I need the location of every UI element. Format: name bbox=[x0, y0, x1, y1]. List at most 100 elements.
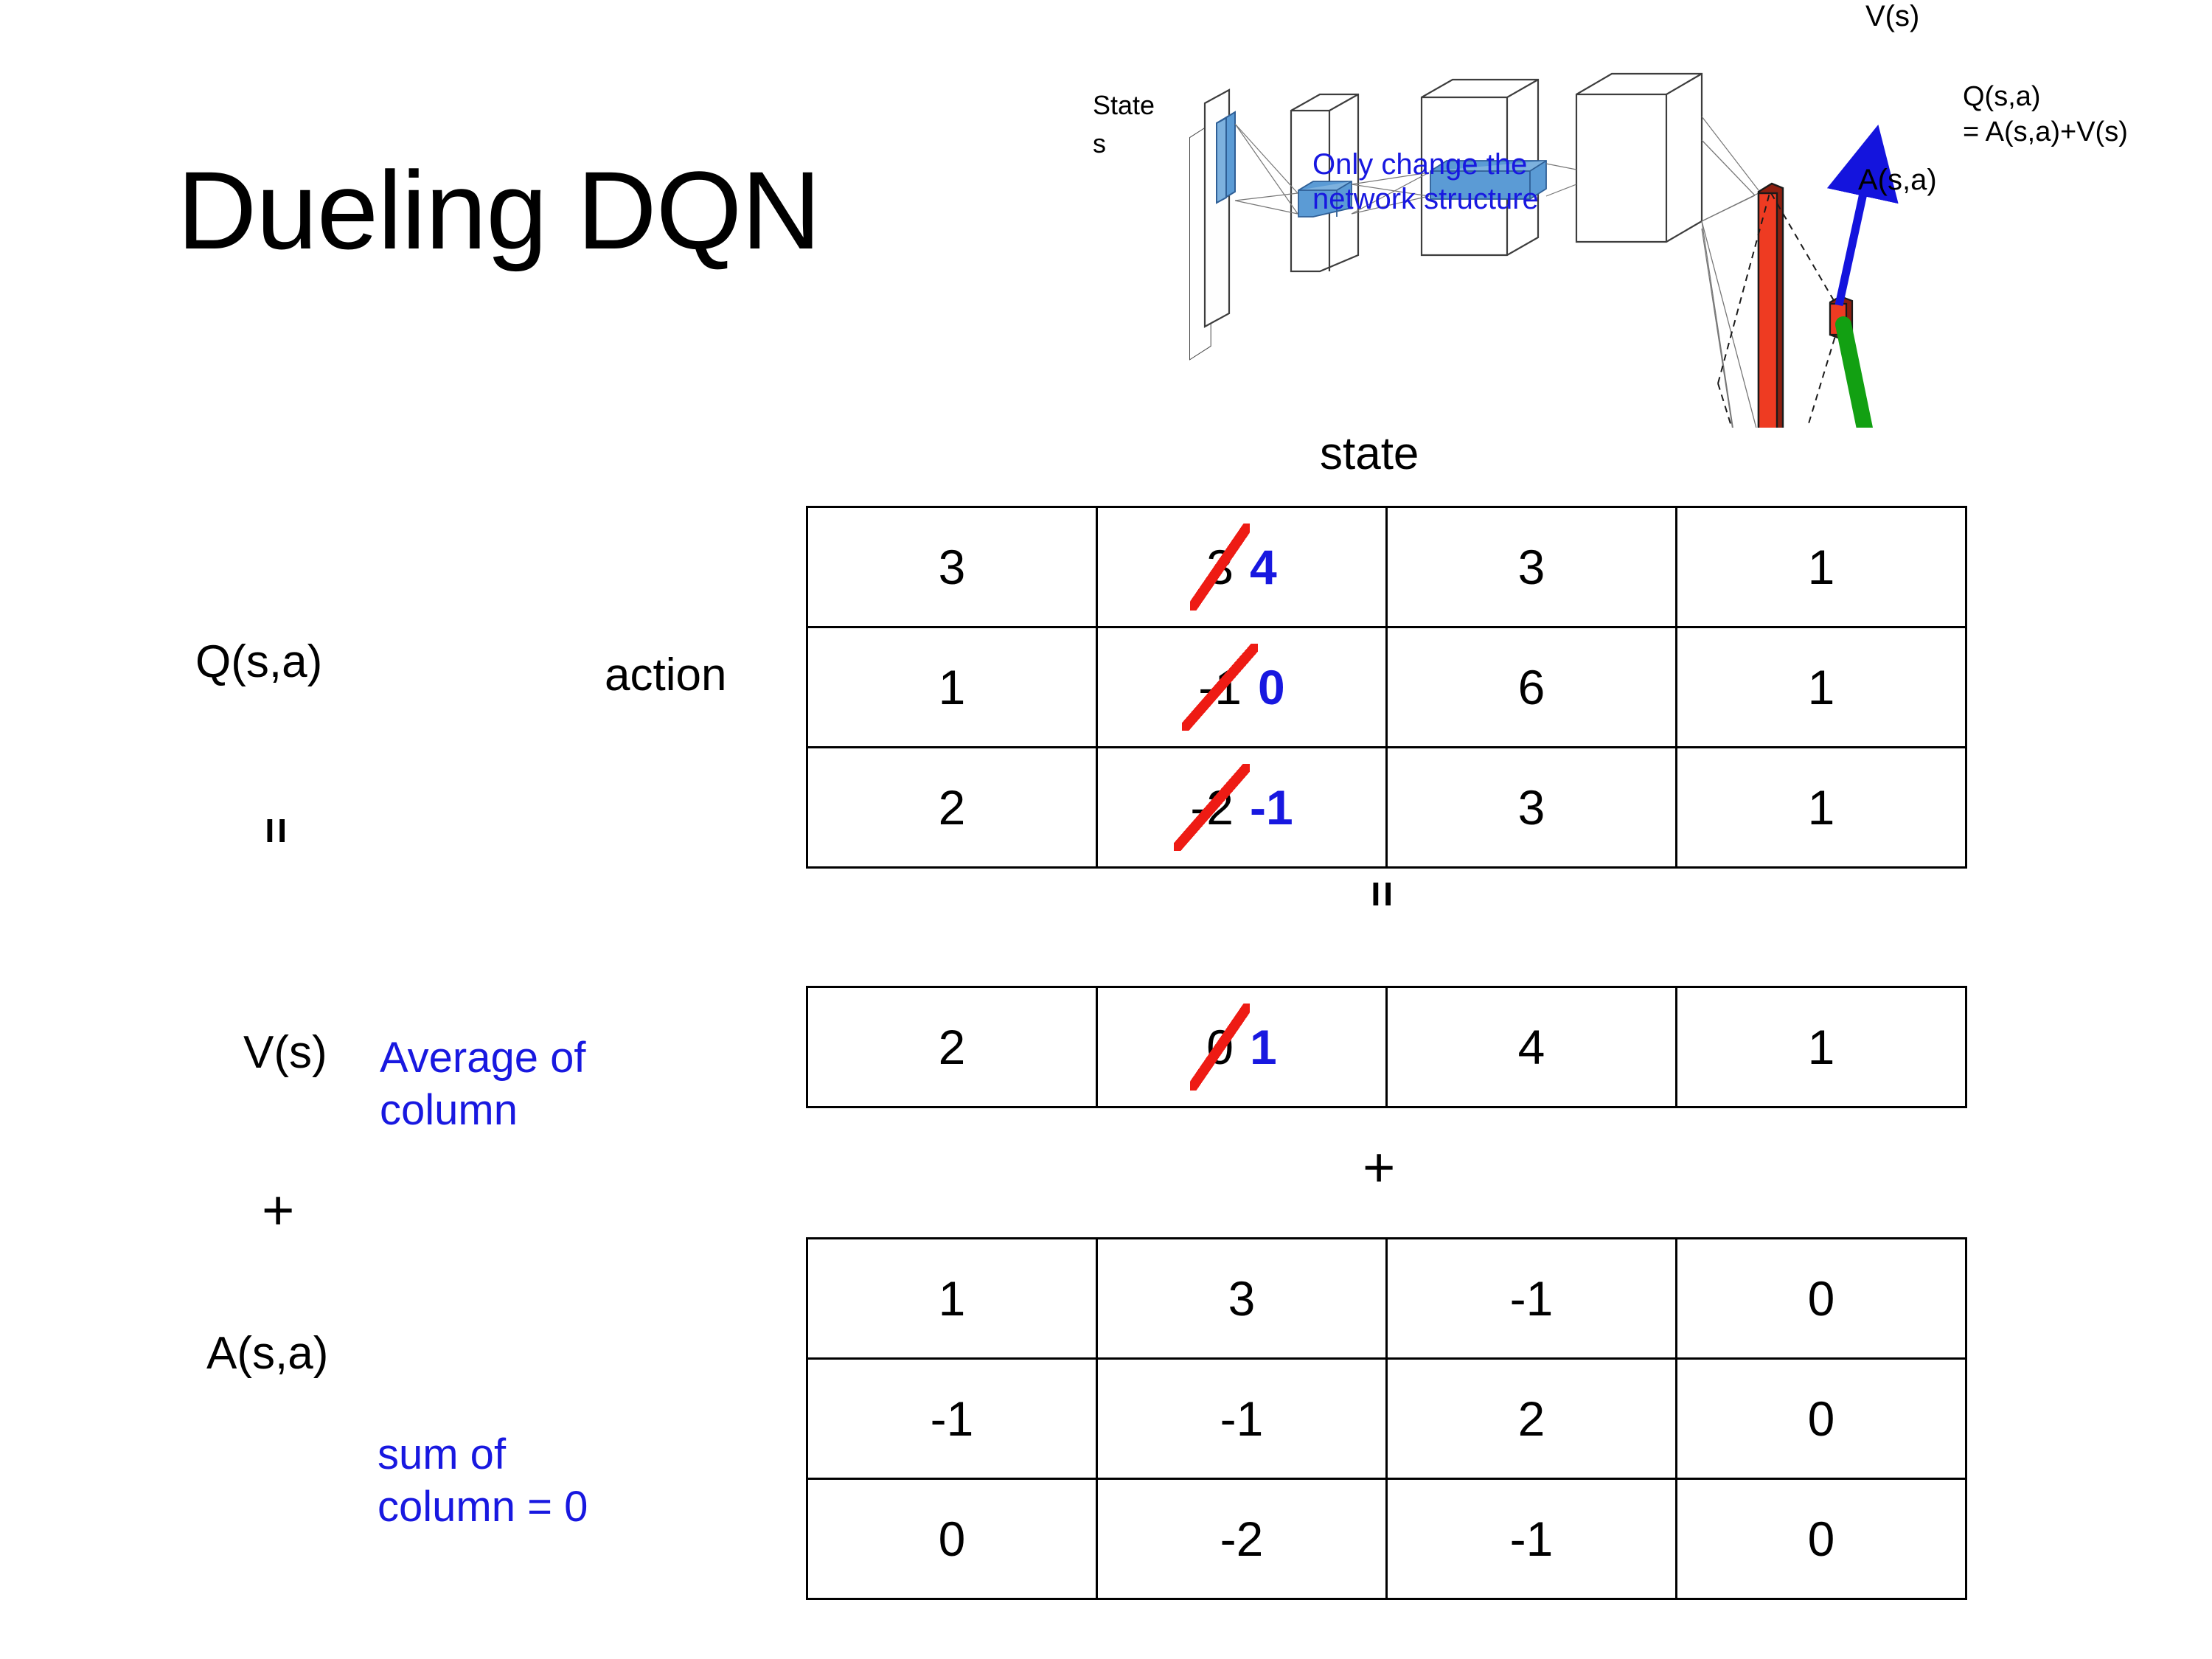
cell-value: 3 bbox=[1517, 540, 1545, 594]
a-cell-r2c2: -1 bbox=[1385, 1478, 1677, 1600]
a-cell-r1c3: 0 bbox=[1675, 1357, 1967, 1480]
q-cell-r0c2: 3 bbox=[1385, 506, 1677, 628]
cell-value: 3 bbox=[1517, 780, 1545, 835]
diagram-state-label-line1: State bbox=[1093, 90, 1155, 120]
table-row: 2 -2-1 3 1 bbox=[806, 746, 1967, 869]
a-cell-r0c2: -1 bbox=[1385, 1237, 1677, 1360]
cell-value: -2 bbox=[1220, 1512, 1264, 1566]
q-cell-r0c3: 1 bbox=[1675, 506, 1967, 628]
cell-old-value: 0 bbox=[1190, 1004, 1250, 1091]
cell-value: -1 bbox=[1509, 1271, 1554, 1326]
v-cell-c0: 2 bbox=[806, 986, 1098, 1108]
cell-value: 1 bbox=[938, 660, 966, 714]
q-cell-r2c0: 2 bbox=[806, 746, 1098, 869]
average-note-line2: column bbox=[380, 1085, 518, 1134]
sum-note-line1: sum of bbox=[378, 1430, 507, 1478]
cell-new-value: 4 bbox=[1250, 540, 1277, 594]
cell-edited: -2-1 bbox=[1174, 764, 1293, 851]
average-note-line1: Average of bbox=[380, 1034, 586, 1082]
cell-value: -1 bbox=[930, 1391, 974, 1446]
diagram-state-label: State s bbox=[1093, 90, 1155, 159]
cell-old-value: 3 bbox=[1190, 524, 1250, 611]
q-cell-r1c0: 1 bbox=[806, 626, 1098, 748]
table-row: 1 3 -1 0 bbox=[806, 1237, 1967, 1360]
equals-symbol-q: = bbox=[250, 817, 302, 846]
cell-value: 4 bbox=[1517, 1020, 1545, 1074]
cell-old-value: -1 bbox=[1182, 644, 1258, 731]
v-cell-c3: 1 bbox=[1675, 986, 1967, 1108]
q-cell-r2c1: -2-1 bbox=[1096, 746, 1388, 869]
cell-value: -1 bbox=[1220, 1391, 1264, 1446]
v-cell-c2: 4 bbox=[1385, 986, 1677, 1108]
v-function-label: V(s) bbox=[243, 1027, 327, 1078]
a-cell-r1c1: -1 bbox=[1096, 1357, 1388, 1480]
dueling-network-diagram: State s Only change the network structur… bbox=[1084, 0, 2212, 428]
plus-symbol-between-tables: + bbox=[1363, 1136, 1396, 1199]
q-cell-r0c0: 3 bbox=[806, 506, 1098, 628]
a-cell-r2c0: 0 bbox=[806, 1478, 1098, 1600]
diagram-state-label-line2: s bbox=[1093, 128, 1106, 159]
q-cell-r2c2: 3 bbox=[1385, 746, 1677, 869]
cell-value: 1 bbox=[1807, 540, 1835, 594]
diagram-note-line1: Only change the bbox=[1312, 148, 1528, 181]
cell-value: -1 bbox=[1509, 1512, 1554, 1566]
cell-value: 2 bbox=[938, 780, 966, 835]
a-table: 1 3 -1 0 -1 -1 2 bbox=[806, 1237, 1967, 1600]
average-of-column-note: Average of column bbox=[380, 1032, 585, 1137]
cell-value: 0 bbox=[1807, 1271, 1835, 1326]
cell-value: 0 bbox=[938, 1512, 966, 1566]
a-cell-r2c3: 0 bbox=[1675, 1478, 1967, 1600]
cell-value: 6 bbox=[1517, 660, 1545, 714]
state-axis-label: state bbox=[1320, 428, 1419, 479]
a-function-label: A(s,a) bbox=[206, 1328, 329, 1379]
diagram-note-line2: network structure bbox=[1312, 183, 1539, 216]
cell-old-value: -2 bbox=[1174, 764, 1250, 851]
diagram-note: Only change the network structure bbox=[1312, 147, 1539, 217]
cell-value: 3 bbox=[1228, 1271, 1256, 1326]
diagram-value-label: V(s) bbox=[1865, 0, 1920, 32]
a-cell-r0c1: 3 bbox=[1096, 1237, 1388, 1360]
a-cell-r1c0: -1 bbox=[806, 1357, 1098, 1480]
cell-value: 2 bbox=[1517, 1391, 1545, 1446]
cell-value: 3 bbox=[938, 540, 966, 594]
page-title: Dueling DQN bbox=[177, 148, 821, 272]
cell-value: 1 bbox=[1807, 660, 1835, 714]
cell-value: 1 bbox=[1807, 780, 1835, 835]
q-cell-r1c2: 6 bbox=[1385, 626, 1677, 748]
action-axis-label: action bbox=[605, 650, 727, 700]
cell-new-value: 1 bbox=[1250, 1020, 1277, 1074]
diagram-q-label-line1: Q(s,a) bbox=[1963, 81, 2041, 112]
table-row: 0 -2 -1 0 bbox=[806, 1478, 1967, 1600]
equals-symbol-between-tables: = bbox=[1356, 880, 1408, 909]
diagram-q-label: Q(s,a) = A(s,a)+V(s) bbox=[1963, 80, 2128, 150]
diagram-q-label-line2: = A(s,a)+V(s) bbox=[1963, 116, 2128, 147]
q-function-label: Q(s,a) bbox=[195, 636, 323, 687]
q-cell-r1c3: 1 bbox=[1675, 626, 1967, 748]
cell-value: 1 bbox=[938, 1271, 966, 1326]
sum-note-line2: column = 0 bbox=[378, 1482, 588, 1531]
cell-new-value: -1 bbox=[1250, 780, 1293, 835]
sum-of-column-note: sum of column = 0 bbox=[378, 1429, 588, 1534]
a-cell-r2c1: -2 bbox=[1096, 1478, 1388, 1600]
a-cell-r1c2: 2 bbox=[1385, 1357, 1677, 1480]
cell-new-value: 0 bbox=[1257, 660, 1285, 714]
cell-value: 2 bbox=[938, 1020, 966, 1074]
q-cell-r2c3: 1 bbox=[1675, 746, 1967, 869]
cell-value: 0 bbox=[1807, 1391, 1835, 1446]
plus-symbol-left: + bbox=[262, 1179, 295, 1242]
a-cell-r0c3: 0 bbox=[1675, 1237, 1967, 1360]
diagram-advantage-label: A(s,a) bbox=[1858, 164, 1937, 196]
a-cell-r0c0: 1 bbox=[806, 1237, 1098, 1360]
cell-value: 1 bbox=[1807, 1020, 1835, 1074]
